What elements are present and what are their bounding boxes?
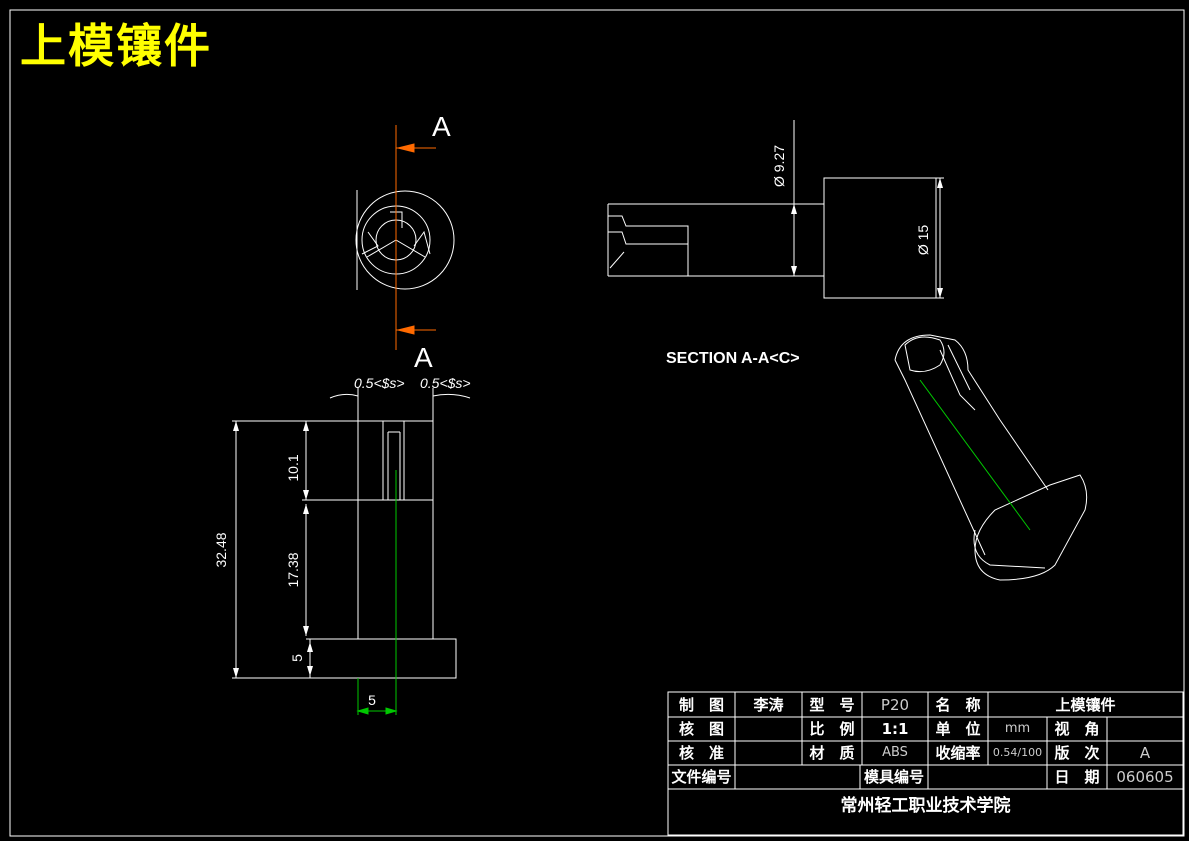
- draft-arcs: [329, 393, 471, 399]
- top-view: [355, 190, 455, 290]
- rib-details: [361, 211, 431, 255]
- iso-upper-edge: [894, 334, 1049, 491]
- dim-draft-left: 0.5<$s>: [354, 375, 405, 391]
- sheet-border: [9, 9, 1185, 837]
- dim-total-height: 32.48: [213, 532, 229, 567]
- dim-mid-height: 17.38: [285, 552, 301, 587]
- section-cut-line: [395, 125, 436, 350]
- iso-top-face: [904, 336, 945, 373]
- center-dim: [356, 470, 398, 715]
- isometric-view: [894, 334, 1088, 581]
- section-dim-arrows: [791, 178, 943, 298]
- dim-base-height: 5: [289, 654, 305, 662]
- section-label: SECTION A-A<C>: [666, 350, 800, 367]
- iso-flange-front: [973, 529, 1046, 569]
- dim-large-diameter: Ø 15: [915, 225, 931, 256]
- section-outline: [608, 177, 937, 299]
- section-mark-top: A: [432, 111, 451, 142]
- dim-draft-right: 0.5<$s>: [420, 375, 471, 391]
- slot-lines: [382, 421, 405, 500]
- section-mark-bottom: A: [414, 342, 433, 373]
- dim-small-diameter: Ø 9.27: [771, 145, 787, 187]
- dim-top-height: 10.1: [285, 454, 301, 481]
- iso-slot: [939, 344, 976, 411]
- section-slot: [607, 204, 689, 276]
- front-view: [232, 388, 471, 679]
- drawing-title: 上模镶件: [20, 19, 212, 73]
- iso-flange: [974, 474, 1088, 581]
- base-flange: [309, 638, 457, 679]
- dim-half-width: 5: [368, 692, 376, 708]
- outer-circle: [355, 190, 455, 290]
- iso-center-line: [919, 379, 1031, 531]
- title-block-grid: [667, 691, 1184, 836]
- section-view: [607, 120, 944, 299]
- iso-lower-edge: [894, 359, 986, 556]
- dim-arrows: [233, 421, 313, 678]
